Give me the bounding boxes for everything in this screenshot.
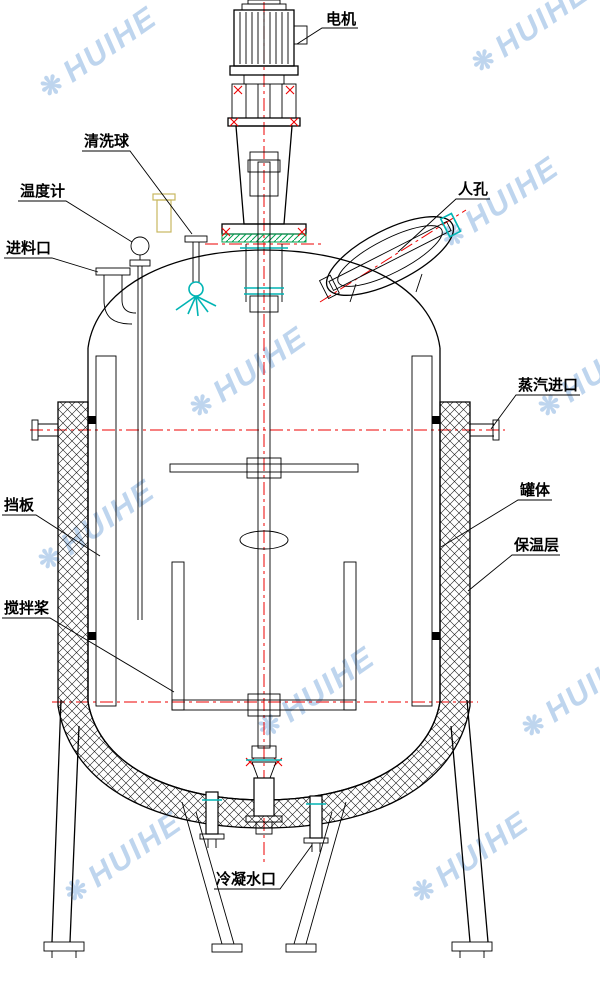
spray-lines [175,295,217,317]
leader-insulation [467,554,560,592]
tank-shell [87,249,441,801]
agitator-shaft [249,161,279,759]
label-manhole: 人孔 [458,181,488,198]
agitator-paddle-top [169,457,359,479]
leg-outer-left [43,699,85,958]
label-condensate-outlet: 冷凝水口 [216,870,276,888]
drive-stand [221,83,307,243]
motor-junction-box [293,25,308,45]
bottom-outlet [245,759,283,835]
leader-cleaning-ball [82,150,193,235]
leader-manhole [397,198,490,253]
leader-agitator [2,617,175,693]
label-tank-body: 罐体 [519,481,551,499]
cleaning-ball-assembly [175,235,217,317]
leader-thermometer [18,200,133,243]
label-insulation: 保温层 [513,536,559,554]
leader-baffle [2,514,101,557]
label-steam-inlet: 蒸汽进口 [518,376,578,394]
leader-condensate [214,844,313,890]
leader-steam-inlet [490,394,580,430]
mount-gasket [221,233,307,243]
label-agitator: 搅拌桨 [4,599,50,617]
label-thermometer: 温度计 [20,182,65,200]
leader-feed-inlet [4,257,99,273]
label-cleaning-ball: 清洗球 [84,132,130,150]
leg-inner-left [181,801,243,953]
condensate-nozzle-right [303,795,329,852]
rotation-mark [239,530,289,550]
steam-inlet-right [470,419,500,441]
mechanical-seal [240,244,288,302]
label-baffle: 挡板 [4,496,35,514]
label-feed-inlet: 进料口 [6,239,51,257]
leader-tank-body [440,499,552,548]
steam-inlet-left [31,419,58,441]
thermometer-assembly [129,236,151,620]
centerlines [30,2,505,862]
legs [43,699,493,958]
labels: 电机 清洗球 温度计 进料口 人孔 蒸汽进口 挡板 罐体 保温层 搅拌桨 冷凝水… [4,10,578,888]
feed-inlet-pipe [95,267,137,325]
side-nozzle [152,193,176,233]
manhole-handle [439,212,462,238]
leg-outer-right [450,699,493,958]
condensate-nozzle-left [199,791,225,848]
manhole-assembly [318,212,462,300]
agitator-paddle-frame [171,561,357,717]
leader-motor [296,27,358,45]
leg-inner-right [285,801,347,953]
tank-dome [87,249,441,349]
baffle-left [88,355,117,707]
baffle-right [411,355,440,707]
motor-assembly [229,0,308,85]
leader-lines [2,27,580,890]
label-motor: 电机 [326,10,356,28]
